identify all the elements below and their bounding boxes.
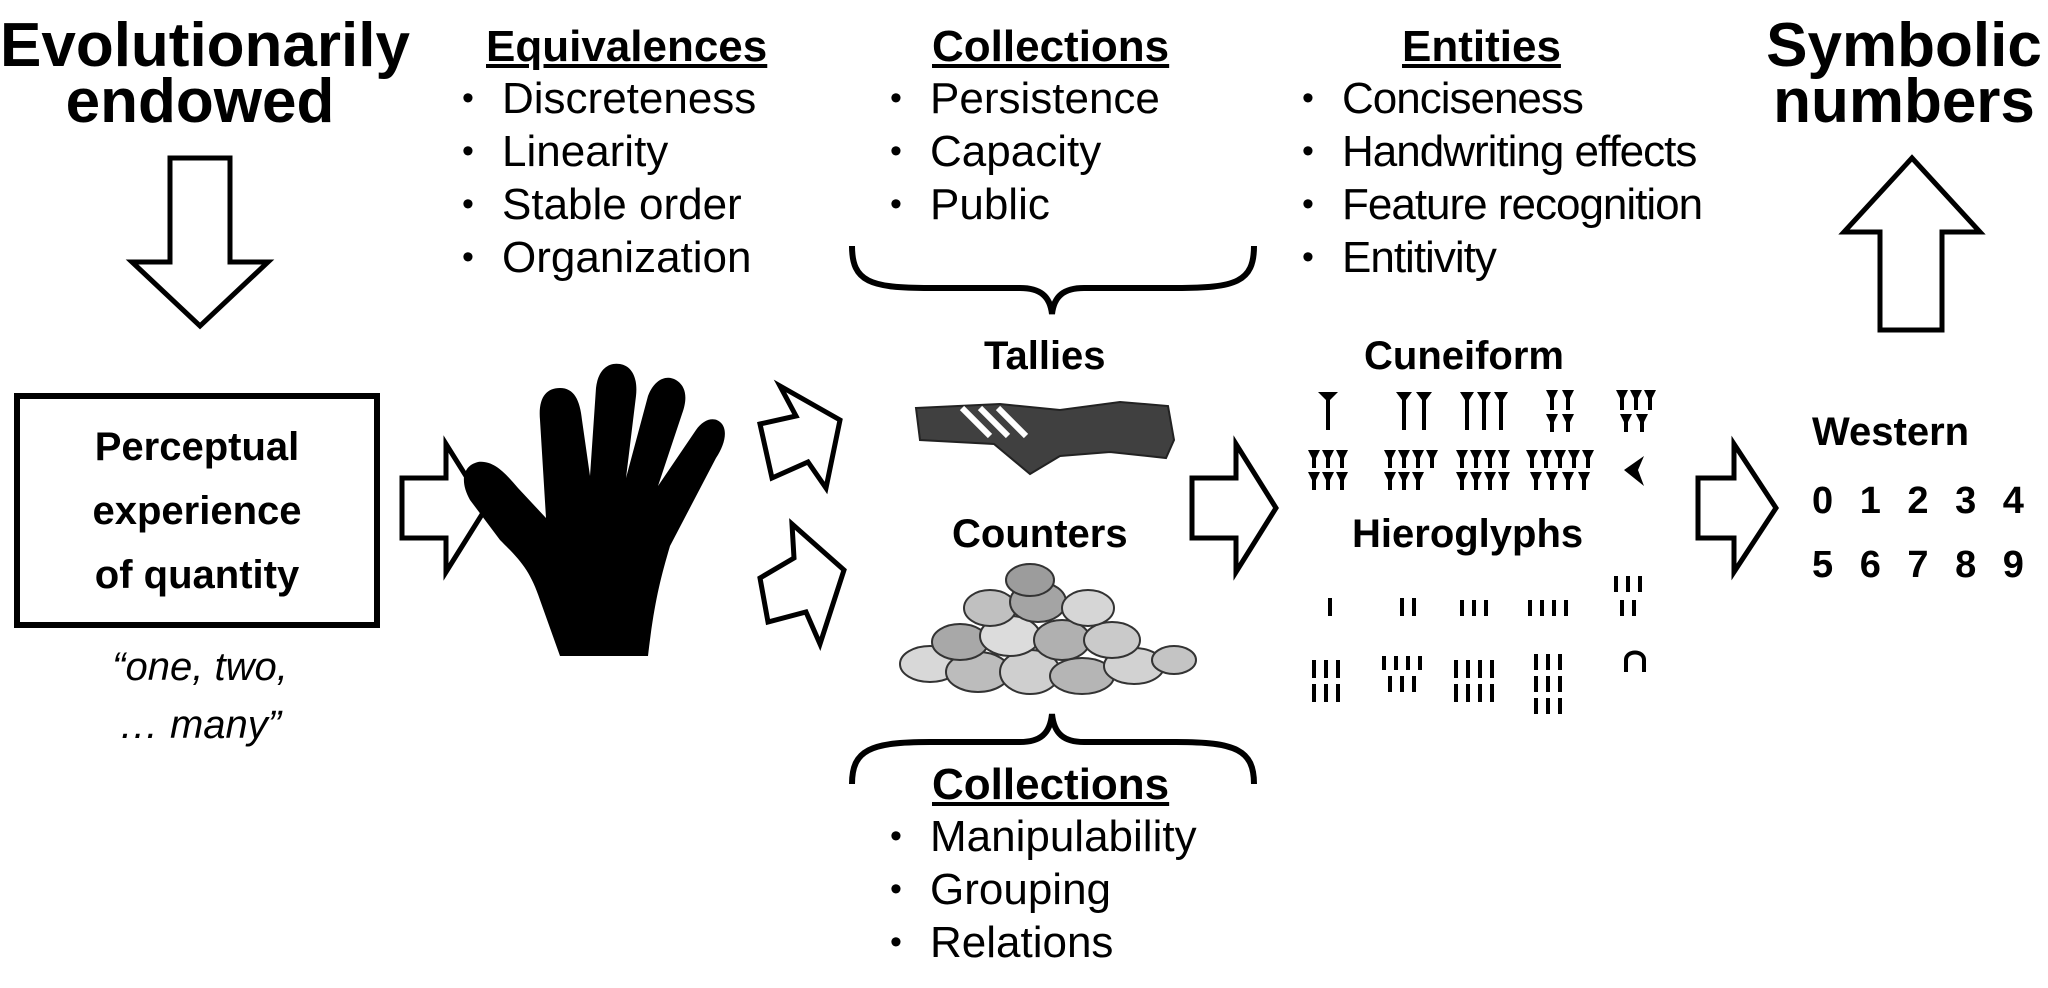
collections-top-heading: Collections [932, 22, 1170, 71]
list-item: Manipulability [890, 810, 1197, 863]
hieroglyph-four-icon [1528, 600, 1568, 616]
list-item: Feature recognition [1302, 178, 1703, 231]
list-item: Persistence [890, 72, 1169, 125]
cuneiform-four-icon [1546, 390, 1574, 432]
entities-block: Entities Conciseness Handwriting effects… [1302, 22, 1703, 284]
cuneiform-two-icon [1396, 392, 1432, 430]
quote-line-2: … many” [118, 703, 282, 747]
counter-stones-icon [899, 563, 1197, 695]
collections-bottom-block: Collections Manipulability Grouping Rela… [890, 760, 1197, 969]
list-item: Public [890, 178, 1169, 231]
cuneiform-six-icon [1308, 450, 1348, 490]
right-arrow-icon [1189, 435, 1279, 581]
list-item: Discreteness [462, 72, 767, 125]
entities-list: Conciseness Handwriting effects Feature … [1302, 72, 1703, 284]
hieroglyph-ten-icon [1624, 650, 1646, 672]
right-arrow-icon [1695, 435, 1779, 581]
list-item: Linearity [462, 125, 767, 178]
collections-bottom-list: Manipulability Grouping Relations [890, 810, 1197, 969]
entities-heading: Entities [1402, 22, 1561, 71]
western-digits-row-1: 0 1 2 3 4 [1812, 480, 2032, 522]
up-right-arrow-icon [757, 379, 843, 495]
cuneiform-seven-icon [1384, 450, 1438, 490]
hieroglyph-six-icon [1312, 660, 1340, 702]
evolutionarily-endowed-title: Evolutionarily endowed [0, 11, 410, 136]
tally-stick-icon [914, 400, 1176, 476]
hieroglyph-one-icon [1328, 598, 1332, 616]
title-line-1: Symbolic [1766, 11, 2042, 80]
western-digits-row-2: 5 6 7 8 9 [1812, 544, 2032, 586]
list-item: Relations [890, 916, 1197, 969]
box-line-2: experience [92, 488, 302, 533]
down-right-arrow-icon [757, 518, 847, 652]
hieroglyph-signs-icon [1312, 576, 1646, 714]
western-block: Western 0 1 2 3 4 5 6 7 8 9 [1812, 410, 2032, 597]
list-item: Conciseness [1302, 72, 1702, 125]
quote-line-1: “one, two, [112, 645, 288, 689]
hieroglyphs-label: Hieroglyphs [1352, 512, 1584, 556]
list-item: Organization [462, 231, 767, 284]
title-line-1: Evolutionarily [0, 11, 410, 80]
cuneiform-three-icon [1460, 392, 1508, 430]
hieroglyph-eight-icon [1454, 660, 1494, 702]
counters-label: Counters [952, 512, 1128, 556]
cuneiform-one-icon [1318, 392, 1338, 430]
equivalences-list: Discreteness Linearity Stable order Orga… [462, 72, 767, 284]
one-two-many-quote: “one, two, … many” [40, 638, 360, 754]
cuneiform-five-icon [1616, 390, 1656, 432]
cuneiform-ten-icon [1624, 456, 1644, 486]
hand-icon [463, 363, 725, 656]
title-line-2: numbers [1773, 67, 2035, 136]
hieroglyph-two-icon [1400, 598, 1416, 616]
hieroglyph-three-icon [1460, 600, 1488, 616]
bottom-brace-icon [849, 713, 1257, 785]
hieroglyph-five-icon [1614, 576, 1642, 616]
right-arrow-icon [399, 435, 489, 581]
perceptual-experience-box: Perceptual experience of quantity [14, 393, 380, 628]
up-arrow-icon [1838, 154, 1986, 333]
collections-top-block: Collections Persistence Capacity Public [890, 22, 1169, 231]
title-line-2: endowed [65, 67, 335, 136]
down-arrow-icon [125, 155, 275, 330]
list-item: Handwriting effects [1302, 125, 1702, 178]
list-item: Entitivity [1302, 231, 1702, 284]
top-brace-icon [849, 245, 1257, 315]
tallies-label: Tallies [984, 334, 1106, 378]
equivalences-block: Equivalences Discreteness Linearity Stab… [462, 22, 767, 284]
box-line-1: Perceptual [94, 424, 300, 469]
list-item: Stable order [462, 178, 767, 231]
symbolic-numbers-title: Symbolic numbers [1760, 11, 2048, 136]
western-label: Western [1812, 410, 1970, 454]
list-item: Grouping [890, 863, 1197, 916]
collections-top-list: Persistence Capacity Public [890, 72, 1169, 231]
collections-bottom-heading: Collections [932, 760, 1170, 809]
cuneiform-label: Cuneiform [1364, 334, 1564, 378]
cuneiform-signs-icon [1308, 390, 1656, 490]
cuneiform-nine-icon [1526, 450, 1594, 490]
hieroglyph-seven-icon [1382, 656, 1422, 692]
list-item: Capacity [890, 125, 1169, 178]
cuneiform-eight-icon [1456, 450, 1510, 490]
box-line-3: of quantity [94, 552, 300, 597]
equivalences-heading: Equivalences [486, 22, 768, 71]
hieroglyph-nine-icon [1534, 654, 1562, 714]
